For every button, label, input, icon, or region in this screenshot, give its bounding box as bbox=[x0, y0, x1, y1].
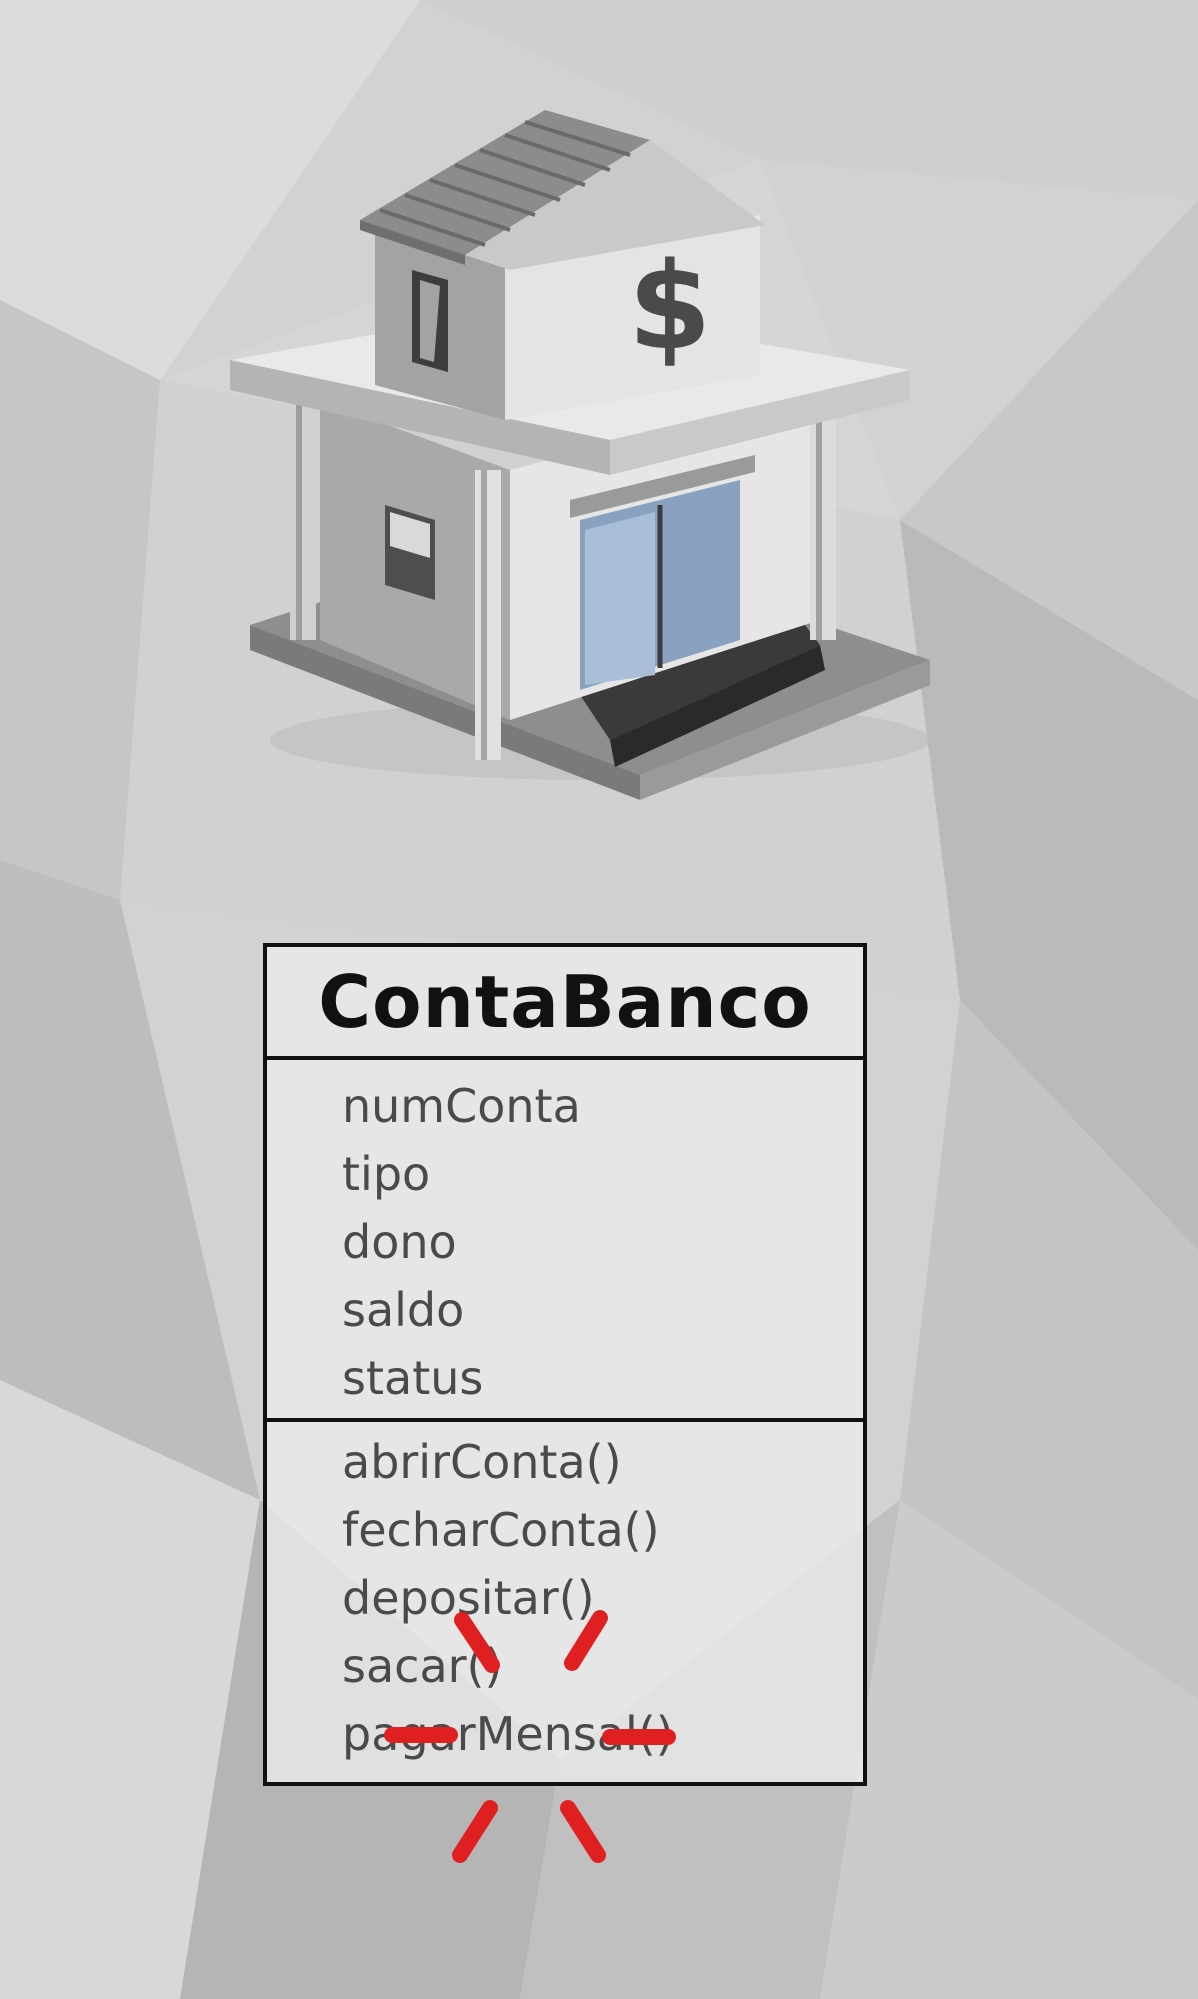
attribute-item: status bbox=[342, 1351, 484, 1405]
methods-section: abrirConta() fecharConta() depositar() s… bbox=[267, 1422, 863, 1768]
attribute-item: numConta bbox=[342, 1079, 581, 1133]
bank-building-icon: $ bbox=[230, 110, 930, 800]
attribute-item: saldo bbox=[342, 1283, 465, 1337]
attribute-item: tipo bbox=[342, 1147, 431, 1201]
attributes-section: numConta tipo dono saldo status bbox=[267, 1060, 863, 1422]
method-item-highlighted: pagarMensal() bbox=[342, 1707, 674, 1761]
method-item: fecharConta() bbox=[342, 1503, 660, 1557]
class-name: ContaBanco bbox=[267, 947, 863, 1060]
dollar-sign-icon: $ bbox=[628, 238, 712, 377]
uml-class-box: ContaBanco numConta tipo dono saldo stat… bbox=[263, 943, 867, 1786]
method-item: depositar() bbox=[342, 1571, 595, 1625]
method-item: abrirConta() bbox=[342, 1435, 622, 1489]
method-item: sacar() bbox=[342, 1639, 503, 1693]
attribute-item: dono bbox=[342, 1215, 457, 1269]
